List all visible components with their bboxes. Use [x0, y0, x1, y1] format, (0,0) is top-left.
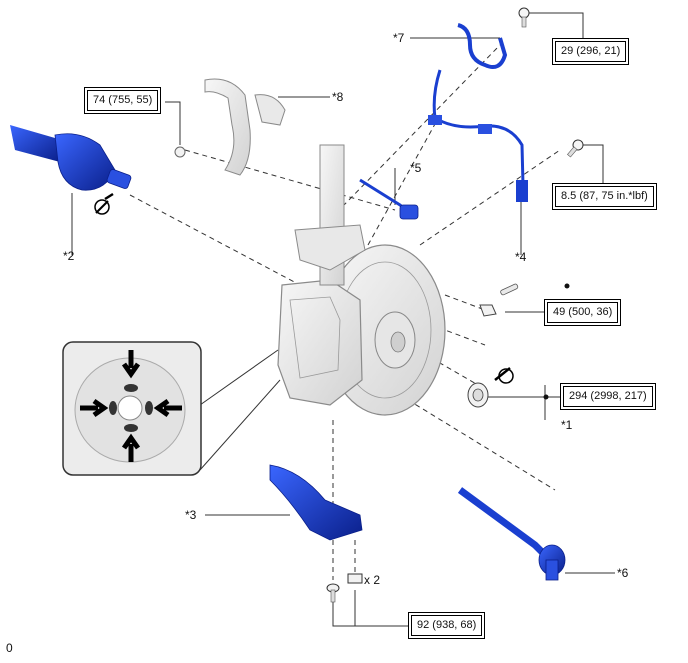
hub-nut	[467, 367, 514, 408]
callout-5: *5	[410, 161, 422, 175]
detail-inset	[62, 341, 281, 476]
torque-value: 49 (500, 36)	[547, 302, 619, 323]
torque-box-hub-nut: 294 (2998, 217)	[560, 383, 656, 410]
torque-value: 29 (296, 21)	[555, 41, 627, 62]
bolts	[326, 7, 584, 603]
torque-box-lower-arm: 92 (938, 68)	[408, 612, 486, 639]
callout-2: *2	[63, 249, 75, 263]
tie-rod-end	[457, 487, 566, 581]
callout-8: *8	[332, 90, 344, 104]
torque-value: 74 (755, 55)	[87, 90, 159, 111]
leader-lines	[71, 12, 615, 627]
sensor-bolt	[567, 139, 584, 158]
torque-box-stabilizer: 74 (755, 55)	[84, 87, 162, 114]
callout-4: *4	[515, 250, 527, 264]
quantity-label: x 2	[364, 573, 381, 587]
torque-value: 8.5 (87, 75 in.*lbf)	[555, 186, 654, 207]
callout-7: *7	[393, 31, 405, 45]
callout-3: *3	[185, 508, 197, 522]
drive-shaft	[10, 125, 132, 215]
torque-value: 92 (938, 68)	[411, 615, 483, 636]
torque-box-castle-nut: 49 (500, 36)	[544, 299, 622, 326]
callout-6: *6	[617, 566, 629, 580]
torque-box-top-bolt: 29 (296, 21)	[552, 38, 630, 65]
speed-sensor-harness	[428, 23, 528, 202]
castle-nut	[479, 304, 497, 317]
new-part-dots	[543, 283, 570, 400]
arm-nut	[347, 573, 363, 584]
brake-caliper	[277, 279, 363, 406]
arm-bolt	[326, 583, 340, 603]
torque-box-speed-sensor: 8.5 (87, 75 in.*lbf)	[552, 183, 657, 210]
callout-1: *1	[561, 418, 573, 432]
cotter-pin	[500, 283, 519, 296]
strut-knuckle	[294, 144, 366, 286]
page-mark: 0	[6, 641, 13, 655]
top-bolt	[518, 7, 530, 28]
lower-arm	[269, 464, 363, 541]
stabilizer-link	[174, 78, 286, 176]
flexible-hose	[359, 178, 419, 220]
torque-value: 294 (2998, 217)	[563, 386, 653, 407]
